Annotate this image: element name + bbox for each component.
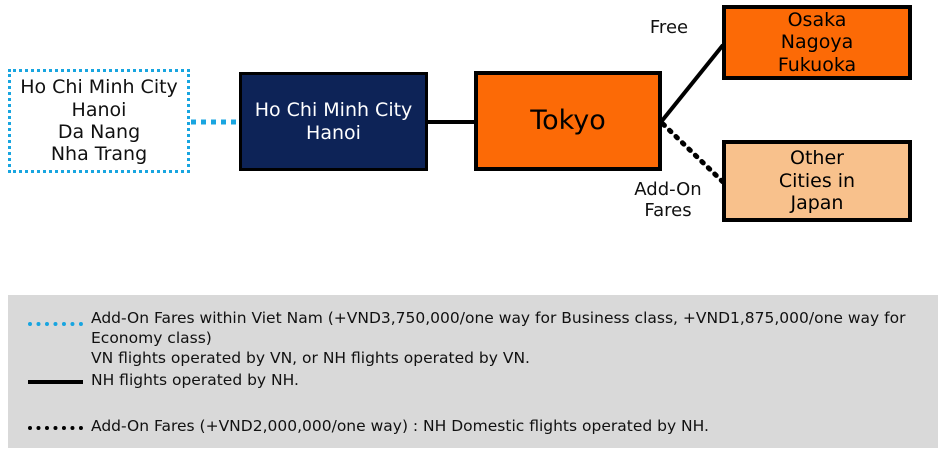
node-free-destination-cities-label: Osaka Nagoya Fukuoka bbox=[777, 8, 857, 76]
node-vietnam-gateway: Ho Chi Minh City Hanoi bbox=[239, 72, 428, 171]
node-vietnam-gateway-label: Ho Chi Minh City Hanoi bbox=[254, 99, 413, 144]
legend-item-domestic-add-on-text: Add-On Fares (+VND2,000,000/one way) : N… bbox=[91, 417, 709, 435]
node-tokyo-label: Tokyo bbox=[530, 105, 606, 137]
node-tokyo: Tokyo bbox=[474, 71, 662, 171]
connector-tokyo-to-free-cities bbox=[659, 43, 725, 124]
black-solid-line-icon bbox=[28, 380, 83, 388]
node-free-destination-cities: Osaka Nagoya Fukuoka bbox=[722, 5, 912, 80]
legend-panel: Add-On Fares within Viet Nam (+VND3,750,… bbox=[8, 295, 938, 448]
edge-label-free: Free bbox=[649, 17, 689, 38]
edge-label-add-on-fares: Add-On Fares bbox=[634, 179, 702, 221]
legend-item-vietnam-add-on-text: Add-On Fares within Viet Nam (+VND3,750,… bbox=[91, 309, 906, 367]
node-other-japan-cities-label: Other Cities in Japan bbox=[778, 147, 856, 215]
connector-tokyo-to-other-cities bbox=[660, 121, 726, 185]
node-other-japan-cities: Other Cities in Japan bbox=[722, 140, 912, 222]
node-vietnam-origin-cities: Ho Chi Minh City Hanoi Da Nang Nha Trang bbox=[8, 69, 190, 173]
legend-item-nh-operated-text: NH flights operated by NH. bbox=[91, 371, 299, 389]
cyan-dotted-line-icon bbox=[28, 322, 83, 330]
node-vietnam-origin-cities-label: Ho Chi Minh City Hanoi Da Nang Nha Trang bbox=[20, 76, 178, 166]
black-dotted-line-icon bbox=[28, 426, 83, 434]
